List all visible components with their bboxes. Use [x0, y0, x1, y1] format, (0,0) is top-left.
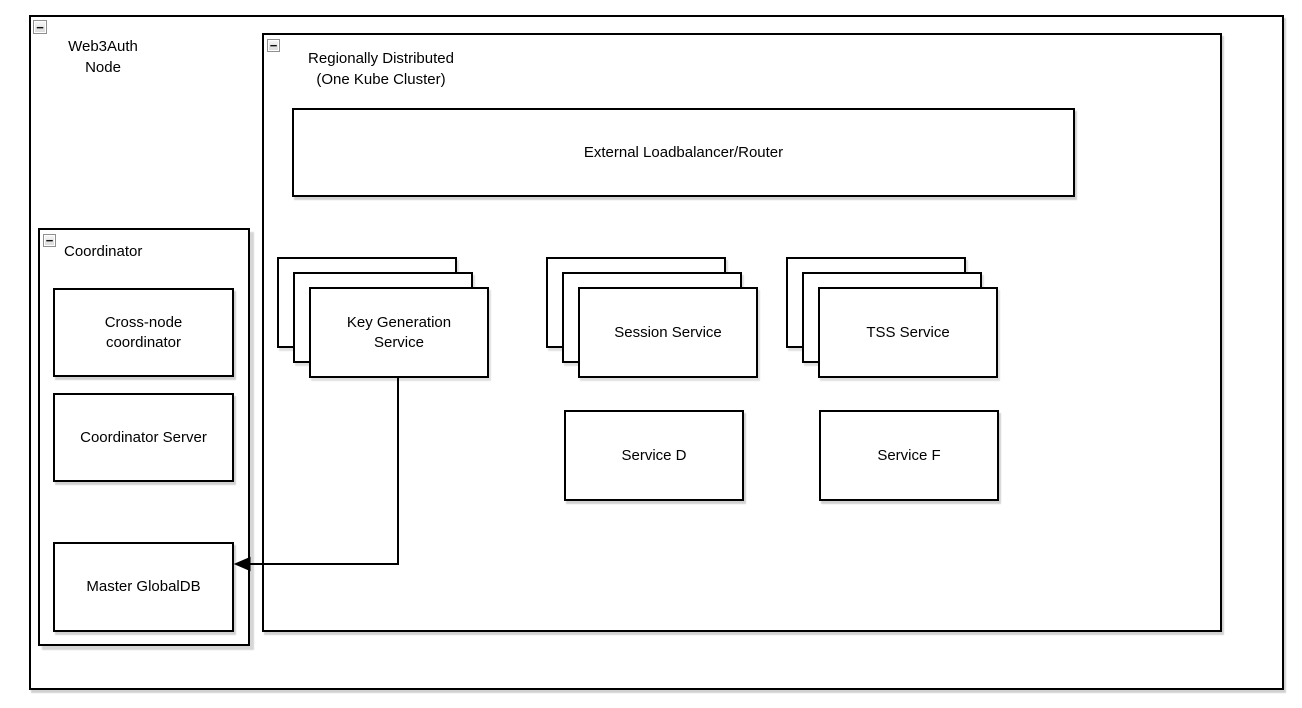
- master-globaldb-box[interactable]: Master GlobalDB: [53, 542, 234, 632]
- service-d-box[interactable]: Service D: [564, 410, 744, 501]
- container-regionally-distributed-label: Regionally Distributed (One Kube Cluster…: [308, 50, 454, 88]
- external-loadbalancer-label: External Loadbalancer/Router: [583, 143, 784, 161]
- session-service-box[interactable]: Session Service: [578, 287, 758, 378]
- key-generation-service-label: Key Generation Service: [346, 313, 452, 351]
- session-service-label: Session Service: [614, 323, 722, 341]
- container-coordinator-label: Coordinator: [64, 243, 143, 260]
- external-loadbalancer-box[interactable]: External Loadbalancer/Router: [292, 108, 1075, 197]
- collapse-icon[interactable]: −: [267, 39, 280, 52]
- coordinator-server-box[interactable]: Coordinator Server: [53, 393, 234, 482]
- container-web3auth-node-label: Web3Auth Node: [68, 38, 138, 76]
- cross-node-coordinator-box[interactable]: Cross-node coordinator: [53, 288, 234, 377]
- master-globaldb-label: Master GlobalDB: [86, 578, 201, 595]
- cross-node-coordinator-label: Cross-node coordinator: [104, 313, 183, 351]
- tss-service-label: TSS Service: [866, 323, 950, 341]
- tss-service-box[interactable]: TSS Service: [818, 287, 998, 378]
- key-generation-service-box[interactable]: Key Generation Service: [309, 287, 489, 378]
- service-f-box[interactable]: Service F: [819, 410, 999, 501]
- service-f-label: Service F: [877, 446, 941, 464]
- coordinator-server-label: Coordinator Server: [80, 428, 207, 446]
- collapse-icon[interactable]: −: [43, 234, 56, 247]
- session-service-stack: Session Service: [546, 257, 758, 379]
- collapse-icon[interactable]: −: [33, 20, 47, 34]
- service-d-label: Service D: [621, 446, 687, 464]
- key-generation-service-stack: Key Generation Service: [277, 257, 489, 379]
- tss-service-stack: TSS Service: [786, 257, 998, 379]
